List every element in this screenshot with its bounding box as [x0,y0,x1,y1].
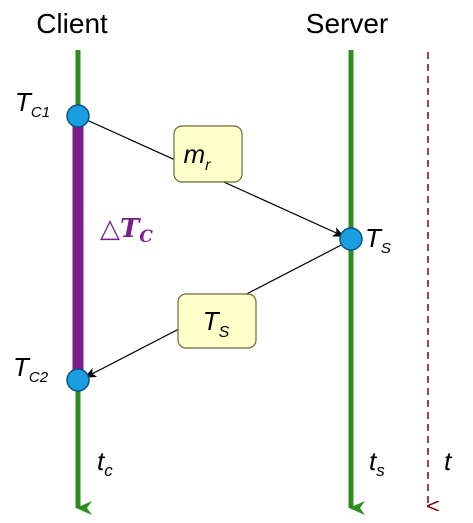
client-lane-title: Client [36,8,108,39]
response-message-label: TS [203,306,230,341]
request-message-box [173,125,243,183]
reference-time-label: t [444,446,453,476]
request-message-label: mr [184,139,212,174]
tc1-label: TC1 [15,87,50,121]
client-interval-label: △TC [100,214,153,247]
response-message-box [177,293,257,349]
server-time-label: ts [369,446,385,480]
tc1-event-dot [66,104,90,128]
client-time-label: tc [97,446,113,480]
ts-label: TS [365,223,391,257]
ts-event-dot [339,227,363,251]
server-lane-title: Server [306,8,388,39]
tc2-label: TC2 [13,352,49,386]
tc2-event-dot [66,368,90,392]
